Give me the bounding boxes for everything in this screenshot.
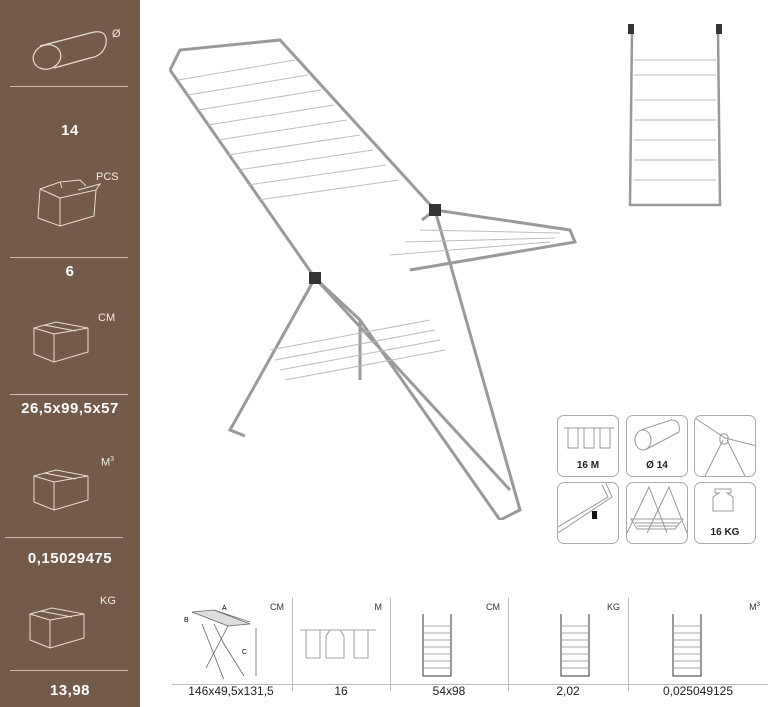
tube-icon: [634, 419, 680, 451]
pieces-value: 6: [65, 263, 75, 280]
tube-icon: [32, 31, 107, 70]
spec-value: 16: [334, 684, 348, 698]
unit-label: KG: [606, 602, 620, 612]
clothesline-icon: [564, 427, 614, 449]
open-box-icon: [37, 179, 102, 227]
unit-label: Ø: [112, 28, 121, 40]
feature-max-load: 16 KG: [694, 482, 756, 544]
spec-value: 54x98: [432, 684, 466, 698]
joint-icon: [695, 417, 755, 476]
weight-value: 13,98: [49, 682, 91, 699]
unit-label: KG: [100, 595, 116, 607]
spec-table: A B C CM 146x49,5x131,5 M 16 CM 54x98 KG 2…: [170, 598, 768, 707]
folded-rack-icon: [672, 614, 702, 677]
folded-rack-image: [628, 24, 722, 207]
feature-label: 16 M: [576, 460, 600, 471]
spec-value: 146x49,5x131,5: [188, 684, 274, 698]
drying-rack-image: [168, 38, 578, 520]
svg-text:A: A: [222, 605, 227, 612]
svg-text:C: C: [242, 649, 247, 656]
feature-label: Ø 14: [646, 460, 668, 471]
unit-label: M: [374, 602, 383, 612]
folded-rack-icon: [422, 614, 452, 677]
unit-label: PCS: [96, 171, 119, 183]
svg-text:B: B: [184, 617, 189, 624]
shelf-icon: [627, 485, 687, 534]
volume-value: 0,15029475: [27, 550, 113, 567]
feature-clothesline: 16 M: [557, 415, 619, 477]
spec-folded-size: CM 54x98: [390, 598, 508, 707]
box-icon: [33, 469, 89, 511]
joint-icon: [309, 272, 321, 284]
box-icon: [29, 607, 85, 649]
dimensions-value: 26,5x99,5x57: [21, 400, 119, 417]
spec-value: 0,025049125: [662, 684, 734, 698]
unit-label: M3: [749, 602, 760, 612]
feature-shelf: [626, 482, 688, 544]
weight-icon: [712, 488, 734, 512]
feature-tube: Ø 14: [626, 415, 688, 477]
unit-label: CM: [98, 312, 116, 324]
feature-joint: [694, 415, 756, 477]
unit-label: CM: [270, 602, 284, 612]
spec-line-length: M 16: [292, 598, 390, 707]
unit-label: CM: [486, 602, 500, 612]
spec-divider: [172, 684, 768, 685]
box-icon: [33, 321, 89, 363]
specs-sidebar: Ø 14 PCS 6 CM 26,5x99,5x57 M3 0,15029475…: [0, 0, 140, 707]
diameter-value: 14: [61, 122, 79, 139]
unit-label: M3: [101, 456, 115, 469]
foot-cap-icon: [558, 483, 613, 534]
spec-dimensions: A B C CM 146x49,5x131,5: [170, 598, 292, 707]
folded-rack-icon: [560, 614, 590, 677]
feature-foot-cap: [557, 482, 619, 544]
spec-volume: M3 0,025049125: [628, 598, 768, 707]
spec-value: 2,02: [556, 684, 580, 698]
spec-weight: KG 2,02: [508, 598, 628, 707]
feature-label: 16 KG: [710, 527, 740, 538]
rack-dimensions-icon: A B C: [184, 605, 257, 679]
clothesline-icon: [300, 629, 376, 659]
